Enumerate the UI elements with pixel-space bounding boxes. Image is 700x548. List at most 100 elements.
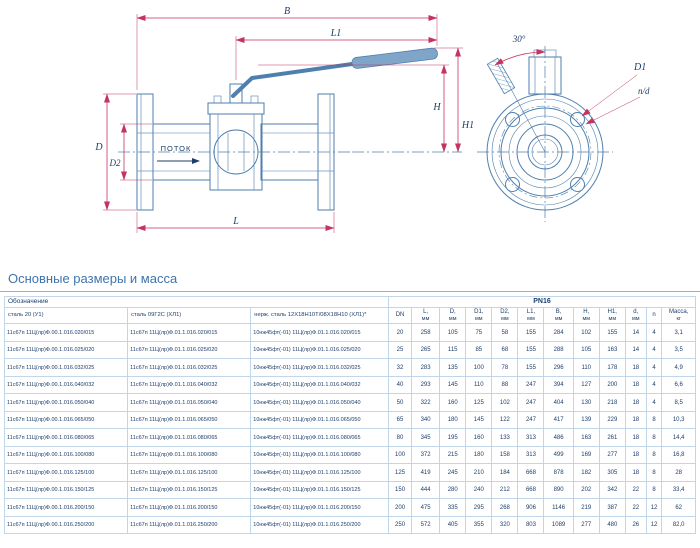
cell-stainless: 10нж45фт(-01) 11Ц(лр)Ф.01.1.016.032/025	[250, 358, 390, 377]
cell-d2: 268	[491, 498, 519, 517]
cell-l1: 313	[517, 428, 545, 447]
cell-d: 180	[439, 410, 467, 430]
cell-dn: 150	[388, 480, 412, 500]
cell-stainless: 10нж45фт(-01) 11Ц(лр)Ф.01.1.016.250/200	[250, 515, 390, 535]
cell-d1: 355	[465, 515, 493, 535]
cell-d1: 240	[465, 480, 493, 500]
cell-h: 110	[572, 358, 600, 377]
cell-dn: 125	[388, 463, 412, 482]
cell-dn: 100	[388, 445, 412, 465]
cell-l: 419	[410, 463, 441, 482]
cell-steel20: 11с67п 11Ц(лр)Ф.00.1.016.065/050	[3, 410, 129, 430]
cell-steel20: 11с67п 11Ц(лр)Ф.00.1.016.025/020	[3, 340, 129, 360]
cell-d1: 180	[465, 445, 493, 465]
valve-side-view: ПОТОК B L1 L	[94, 6, 474, 233]
cell-steel09g2s: 11с67п 11Ц(лр)Ф.01.1.016.080/065	[127, 428, 252, 447]
column-header-h: H,мм	[572, 307, 600, 325]
cell-l1: 155	[517, 323, 545, 342]
dimension-d2: D2	[109, 123, 152, 181]
cell-d1: 75	[465, 323, 493, 342]
cell-dn: 20	[388, 323, 412, 342]
cell-steel09g2s: 11с67п 11Ц(лр)Ф.01.1.016.100/080	[127, 445, 252, 465]
dim-label-b: B	[284, 6, 290, 17]
bolt-hole	[505, 112, 520, 127]
mounting-pad	[207, 102, 265, 115]
cell-mass: 4,9	[661, 358, 696, 377]
cell-h1: 200	[598, 375, 626, 395]
cell-n: 12	[645, 515, 663, 535]
cell-h1: 163	[598, 340, 626, 360]
cell-steel20: 11с67п 11Ц(лр)Ф.00.1.016.020/015	[3, 323, 129, 342]
cell-l: 265	[410, 340, 441, 360]
cell-steel20: 11с67п 11Ц(лр)Ф.00.1.016.050/040	[3, 393, 129, 412]
cell-n: 8	[645, 463, 663, 482]
cell-l1: 906	[517, 498, 545, 517]
cell-d2: 68	[491, 340, 519, 360]
cell-d: 335	[439, 498, 467, 517]
pn-rating-header: PN16	[388, 295, 696, 309]
cell-stainless: 10нж45фт(-01) 11Ц(лр)Ф.01.1.016.080/065	[250, 428, 390, 447]
cell-l: 572	[410, 515, 441, 535]
cell-h: 163	[572, 428, 600, 447]
valve-technical-drawing: ПОТОК B L1 L	[94, 6, 650, 233]
cell-l: 444	[410, 480, 441, 500]
cell-dhole: 18	[624, 445, 647, 465]
dim-label-h1: H1	[461, 120, 474, 131]
cell-d: 195	[439, 428, 467, 447]
cell-d2: 102	[491, 393, 519, 412]
handle-end-hatched	[486, 57, 516, 95]
cell-d: 135	[439, 358, 467, 377]
cell-d: 105	[439, 323, 467, 342]
dimension-l: L	[136, 212, 335, 233]
cell-dn: 250	[388, 515, 412, 535]
cell-h: 219	[572, 498, 600, 517]
cell-d1: 160	[465, 428, 493, 447]
cell-h: 169	[572, 445, 600, 465]
cell-d2: 122	[491, 410, 519, 430]
table-header-row-top: Обозначение PN16	[3, 295, 696, 309]
designation-header: Обозначение	[3, 295, 390, 309]
column-header-l: L,мм	[410, 307, 441, 325]
cell-steel09g2s: 11с67п 11Ц(лр)Ф.01.1.016.250/200	[127, 515, 252, 535]
cell-b: 404	[543, 393, 574, 412]
cell-mass: 6,6	[661, 375, 696, 395]
column-header-n: n	[645, 307, 663, 325]
cell-stainless: 10нж45фт(-01) 11Ц(лр)Ф.01.1.016.150/125	[250, 480, 390, 500]
cell-stainless: 10нж45фт(-01) 11Ц(лр)Ф.01.1.016.200/150	[250, 498, 390, 517]
cell-d2: 158	[491, 445, 519, 465]
cell-mass: 8,5	[661, 393, 696, 412]
cell-dhole: 18	[624, 358, 647, 377]
cell-steel09g2s: 11с67п 11Ц(лр)Ф.01.1.016.032/025	[127, 358, 252, 377]
cell-d2: 88	[491, 375, 519, 395]
column-header-stainless: нерж. сталь 12Х18Н10Т/08Х18Н10 (ХЛ1)*	[250, 307, 390, 325]
cell-l: 293	[410, 375, 441, 395]
cell-l1: 803	[517, 515, 545, 535]
cell-b: 296	[543, 358, 574, 377]
cell-d2: 133	[491, 428, 519, 447]
column-header-dn: DN	[388, 307, 412, 325]
cell-steel20: 11с67п 11Ц(лр)Ф.00.1.016.040/032	[3, 375, 129, 395]
cell-mass: 3,1	[661, 323, 696, 342]
cell-dn: 32	[388, 358, 412, 377]
dim-label-angle: 30°	[512, 34, 526, 44]
cell-b: 486	[543, 428, 574, 447]
cell-dhole: 14	[624, 323, 647, 342]
dim-label-d: D	[94, 142, 103, 153]
cell-h: 105	[572, 340, 600, 360]
bolt-hole	[505, 177, 520, 192]
dimension-b: B	[136, 6, 438, 90]
cell-steel09g2s: 11с67п 11Ц(лр)Ф.01.1.016.065/050	[127, 410, 252, 430]
cell-steel20: 11с67п 11Ц(лр)Ф.00.1.016.150/125	[3, 480, 129, 500]
cell-b: 1146	[543, 498, 574, 517]
cell-b: 417	[543, 410, 574, 430]
column-header-d2: D2,мм	[491, 307, 519, 325]
cell-dn: 80	[388, 428, 412, 447]
flow-direction: ПОТОК	[157, 144, 200, 164]
cell-steel20: 11с67п 11Ц(лр)Ф.00.1.016.125/100	[3, 463, 129, 482]
cell-stainless: 10нж45фт(-01) 11Ц(лр)Ф.01.1.016.040/032	[250, 375, 390, 395]
